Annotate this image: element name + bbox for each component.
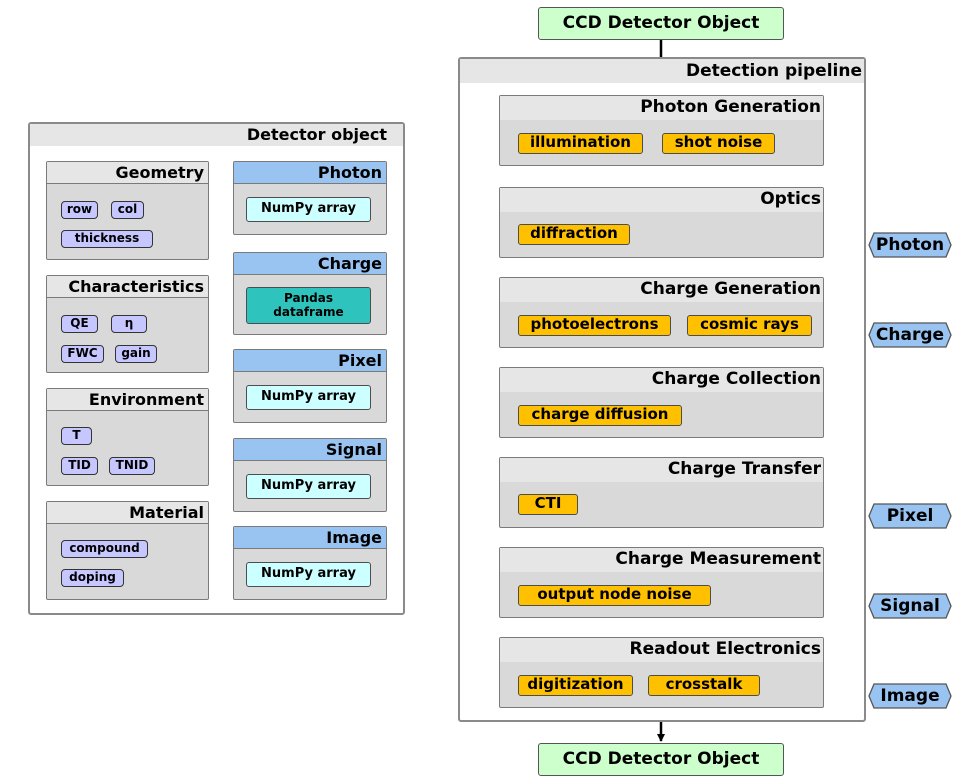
model-shot-noise: shot noise xyxy=(662,133,775,154)
model-photoelectrons: photoelectrons xyxy=(518,315,671,336)
stage-title: Readout Electronics xyxy=(500,638,823,662)
attr-tnid: TNID xyxy=(109,457,155,475)
attr-fwc: FWC xyxy=(61,345,104,363)
model-charge-diffusion: charge diffusion xyxy=(518,405,682,426)
attr-qe: QE xyxy=(61,315,98,333)
signal-title: Signal xyxy=(234,439,386,461)
attr-thickness: thickness xyxy=(61,230,153,248)
stage-optics: Optics diffraction xyxy=(499,187,824,258)
stage-title: Charge Collection xyxy=(500,368,823,392)
model-crosstalk: crosstalk xyxy=(648,675,760,696)
environment-title: Environment xyxy=(47,389,208,411)
side-label-photon: Photon xyxy=(868,232,952,258)
ccd-detector-object-bottom: CCD Detector Object xyxy=(538,743,784,776)
detection-pipeline-title: Detection pipeline xyxy=(460,59,864,83)
pixel-title: Pixel xyxy=(234,350,386,372)
material-title: Material xyxy=(47,502,208,524)
stage-title: Charge Measurement xyxy=(500,548,823,572)
image-box: Image NumPy array xyxy=(233,526,387,600)
stage-title: Optics xyxy=(500,188,823,212)
model-cti: CTI xyxy=(518,494,578,515)
side-label-text: Signal xyxy=(880,596,940,616)
environment-box: Environment T TID TNID xyxy=(46,388,209,486)
geometry-box: Geometry row col thickness xyxy=(46,161,209,260)
material-box: Material compound doping xyxy=(46,501,209,600)
hex-shape xyxy=(868,503,952,529)
image-numpy-array: NumPy array xyxy=(246,562,371,587)
attr-row: row xyxy=(61,201,98,219)
stage-photon-generation: Photon Generation illumination shot nois… xyxy=(499,95,824,166)
attr-tid: TID xyxy=(61,457,98,475)
pixel-numpy-array: NumPy array xyxy=(246,385,371,410)
attr-gain: gain xyxy=(115,345,157,363)
attr-compound: compound xyxy=(61,540,148,558)
hex-shape xyxy=(868,232,952,258)
attr-t: T xyxy=(61,427,92,445)
side-label-signal: Signal xyxy=(868,593,952,619)
ccd-detector-object-top: CCD Detector Object xyxy=(538,7,784,40)
charge-title: Charge xyxy=(234,253,386,275)
attr-col: col xyxy=(111,201,144,219)
photon-box: Photon NumPy array xyxy=(233,161,387,235)
side-label-text: Photon xyxy=(875,235,945,255)
photon-numpy-array: NumPy array xyxy=(246,197,371,222)
stage-charge-transfer: Charge Transfer CTI xyxy=(499,457,824,528)
detector-object-panel: Detector object Geometry row col thickne… xyxy=(28,122,405,615)
side-label-text: Image xyxy=(880,686,940,706)
model-cosmic-rays: cosmic rays xyxy=(687,315,812,336)
hex-shape xyxy=(868,322,952,348)
stage-charge-measurement: Charge Measurement output node noise xyxy=(499,547,824,618)
stage-title: Charge Generation xyxy=(500,278,823,302)
stage-charge-generation: Charge Generation photoelectrons cosmic … xyxy=(499,277,824,348)
image-title: Image xyxy=(234,527,386,549)
geometry-title: Geometry xyxy=(47,162,208,184)
stage-charge-collection: Charge Collection charge diffusion xyxy=(499,367,824,438)
model-digitization: digitization xyxy=(518,675,633,696)
characteristics-title: Characteristics xyxy=(47,276,208,298)
hex-shape xyxy=(868,593,952,619)
signal-numpy-array: NumPy array xyxy=(246,474,371,499)
stage-title: Photon Generation xyxy=(500,96,823,120)
stage-title: Charge Transfer xyxy=(500,458,823,482)
side-label-image: Image xyxy=(868,683,952,709)
attr-doping: doping xyxy=(61,569,124,587)
charge-pandas-dataframe: Pandas dataframe xyxy=(246,287,371,324)
model-diffraction: diffraction xyxy=(518,224,630,245)
stage-readout-electronics: Readout Electronics digitization crossta… xyxy=(499,637,824,708)
pixel-box: Pixel NumPy array xyxy=(233,349,387,423)
model-output-node-noise: output node noise xyxy=(518,585,711,606)
characteristics-box: Characteristics QE η FWC gain xyxy=(46,275,209,373)
attr-eta: η xyxy=(111,315,147,333)
photon-title: Photon xyxy=(234,162,386,184)
model-illumination: illumination xyxy=(518,133,643,154)
side-label-charge: Charge xyxy=(868,322,952,348)
charge-box: Charge Pandas dataframe xyxy=(233,252,387,335)
side-label-text: Pixel xyxy=(886,506,934,526)
signal-box: Signal NumPy array xyxy=(233,438,387,512)
side-label-text: Charge xyxy=(875,325,945,345)
side-label-pixel: Pixel xyxy=(868,503,952,529)
hex-shape xyxy=(868,683,952,709)
detector-object-title: Detector object xyxy=(30,124,403,146)
